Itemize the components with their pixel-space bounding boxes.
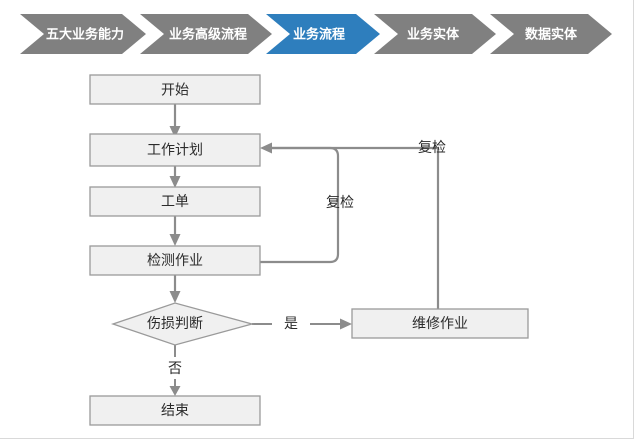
edge-label-yes: 是: [284, 316, 298, 332]
chevron-shape-0: [20, 14, 146, 54]
breadcrumb-label-1: 业务高级流程: [169, 27, 247, 43]
flow-node-end-label: 结束: [161, 403, 189, 419]
breadcrumb-item-1[interactable]: 业务高级流程: [140, 14, 272, 54]
breadcrumb-item-0[interactable]: 五大业务能力: [20, 14, 146, 54]
edge-label-no: 否: [168, 361, 182, 377]
breadcrumb-item-2[interactable]: 业务流程: [266, 14, 380, 54]
flow-node-end[interactable]: 结束: [89, 395, 261, 426]
edge-label-recheck-outer: 复检: [418, 139, 446, 156]
chevron-shape-2: [266, 14, 380, 54]
chevron-shape-3: [374, 14, 496, 54]
flow-node-work-plan-label: 工作计划: [147, 143, 203, 159]
flow-node-inspection[interactable]: 检测作业: [89, 245, 261, 276]
connector-inspection-to-decision: [169, 275, 181, 303]
edge-label-recheck-inner: 复检: [326, 194, 354, 211]
connector-decision-to-end: [169, 345, 181, 396]
breadcrumb-item-3[interactable]: 业务实体: [374, 14, 496, 54]
connector-start-to-work-plan: [169, 104, 181, 138]
connector-work-plan-to-work-order: [169, 166, 181, 188]
flow-node-inspection-label: 检测作业: [147, 253, 203, 269]
flow-node-start-label: 开始: [161, 83, 189, 99]
breadcrumb-label-4: 数据实体: [525, 27, 578, 43]
breadcrumb-label-3: 业务实体: [407, 27, 460, 43]
breadcrumb-label-2: 业务流程: [293, 27, 345, 43]
flow-node-decision-label: 伤损判断: [147, 316, 203, 332]
connector-recheck-outer: [272, 146, 440, 309]
flow-node-repair-label: 维修作业: [412, 316, 468, 332]
flow-node-work-plan[interactable]: 工作计划: [89, 133, 261, 167]
connector-work-order-to-inspection: [169, 216, 181, 246]
connector-decision-to-repair: [252, 318, 352, 330]
chevron-shape-1: [140, 14, 272, 54]
flow-node-work-order[interactable]: 工单: [89, 186, 261, 217]
process-breadcrumb: 五大业务能力 业务高级流程 业务流程 业务实体 数据实体: [0, 12, 633, 56]
breadcrumb-label-0: 五大业务能力: [46, 27, 124, 43]
chevron-shape-4: [490, 14, 612, 54]
flow-node-start[interactable]: 开始: [89, 74, 261, 105]
flow-node-repair[interactable]: 维修作业: [351, 308, 529, 339]
flow-node-decision[interactable]: 伤损判断: [110, 302, 255, 346]
breadcrumb-item-4[interactable]: 数据实体: [490, 14, 612, 54]
flow-node-work-order-label: 工单: [161, 194, 189, 210]
